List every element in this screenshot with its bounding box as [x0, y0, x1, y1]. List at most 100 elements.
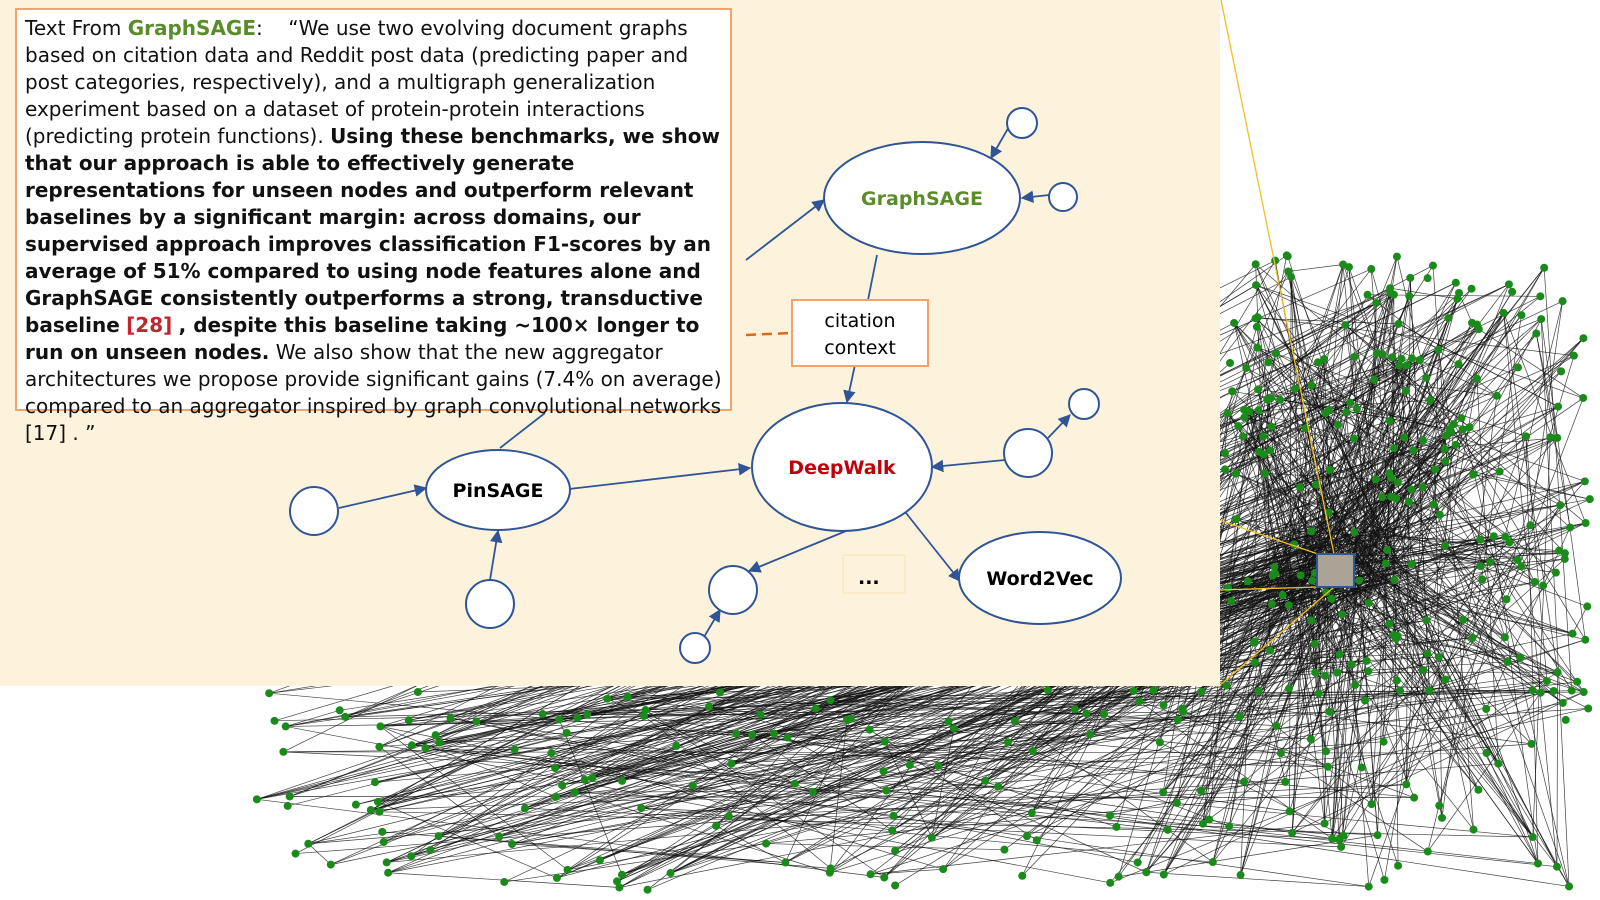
network-edge — [1342, 547, 1370, 887]
quote-citation[interactable]: [28] — [126, 313, 173, 337]
network-edge — [551, 752, 944, 870]
network-edge — [1228, 575, 1274, 827]
network-edge — [1396, 435, 1447, 681]
network-edge — [1572, 606, 1588, 634]
node-graphsage[interactable]: GraphSAGE — [823, 141, 1021, 255]
network-node — [1441, 675, 1450, 684]
network-node — [1344, 263, 1353, 272]
network-node — [555, 715, 564, 724]
network-node — [1272, 349, 1281, 358]
network-node — [326, 860, 335, 869]
network-edge — [1323, 359, 1333, 556]
network-node — [1568, 629, 1577, 638]
network-edge — [1393, 579, 1499, 764]
network-edge — [1348, 266, 1446, 546]
network-node — [1347, 660, 1356, 669]
network-node — [1335, 650, 1344, 659]
network-edge — [1308, 534, 1491, 563]
network-node — [426, 846, 435, 855]
quote-colon: : — [256, 16, 263, 40]
network-node — [1402, 386, 1411, 395]
ellipsis-box — [842, 554, 906, 594]
network-node — [291, 849, 300, 858]
node-word2vec[interactable]: Word2Vec — [958, 531, 1122, 625]
network-node — [1567, 686, 1576, 695]
network-node — [939, 865, 948, 874]
network-edge — [1372, 542, 1464, 621]
network-node — [769, 729, 778, 738]
network-node — [1357, 763, 1366, 772]
network-node — [808, 787, 817, 796]
network-edge — [931, 571, 1302, 838]
network-node — [265, 689, 274, 698]
network-node — [1489, 532, 1498, 541]
network-node — [640, 711, 649, 720]
network-node — [1224, 583, 1233, 592]
network-node — [1350, 434, 1359, 443]
network-node — [1267, 422, 1276, 431]
network-node — [1502, 595, 1511, 604]
network-node — [1310, 640, 1319, 649]
network-edge — [894, 708, 1183, 886]
network-node — [1410, 793, 1419, 802]
network-node — [583, 710, 592, 719]
network-edge — [1231, 550, 1334, 602]
network-node — [1573, 677, 1582, 686]
network-node — [1222, 681, 1231, 690]
small-node — [708, 565, 758, 615]
network-edge — [1255, 284, 1388, 551]
network-edge — [567, 579, 1395, 871]
network-edge — [1014, 720, 1214, 863]
network-edge — [370, 786, 999, 811]
network-node — [1555, 546, 1564, 555]
network-node — [1558, 297, 1567, 306]
network-node — [615, 883, 624, 892]
network-node — [1221, 465, 1230, 474]
node-pinsage-label: PinSAGE — [453, 480, 544, 502]
network-node — [1393, 478, 1402, 487]
node-deepwalk[interactable]: DeepWalk — [751, 402, 933, 532]
network-edge — [1288, 264, 1344, 272]
network-edge — [728, 783, 1407, 817]
network-edge — [1308, 365, 1400, 559]
network-node — [1231, 469, 1240, 478]
network-edge — [1356, 570, 1558, 673]
network-edge — [1345, 324, 1470, 428]
network-node — [781, 858, 790, 867]
network-edge — [1313, 577, 1533, 838]
network-node — [1010, 716, 1019, 725]
network-edge — [1325, 580, 1360, 752]
network-node — [446, 714, 455, 723]
network-edge — [1340, 504, 1561, 848]
network-edge — [1287, 271, 1334, 543]
network-node — [1238, 432, 1247, 441]
network-node — [1386, 288, 1395, 297]
network-node — [1451, 440, 1460, 449]
network-edge — [1224, 413, 1228, 454]
small-node — [679, 632, 711, 664]
network-node — [1393, 631, 1402, 640]
network-node — [1284, 267, 1293, 276]
network-node — [1155, 738, 1164, 747]
network-edge — [1543, 267, 1573, 691]
network-edge — [379, 746, 500, 837]
network-node — [1505, 538, 1514, 547]
network-node — [1254, 385, 1263, 394]
network-node — [1503, 657, 1512, 666]
network-node — [1227, 596, 1236, 605]
network-node — [1003, 738, 1012, 747]
network-edge — [274, 689, 1533, 722]
network-node — [1324, 508, 1333, 517]
network-node — [1027, 808, 1036, 817]
network-edge — [1270, 398, 1297, 534]
network-node — [1296, 483, 1305, 492]
network-node — [1335, 835, 1344, 844]
node-pinsage[interactable]: PinSAGE — [425, 449, 571, 531]
network-node — [1435, 801, 1444, 810]
network-node — [1242, 363, 1251, 372]
network-node — [547, 749, 556, 758]
network-node — [1486, 557, 1495, 566]
network-node — [1198, 819, 1207, 828]
network-edge — [285, 711, 1184, 727]
network-edge — [285, 709, 340, 727]
